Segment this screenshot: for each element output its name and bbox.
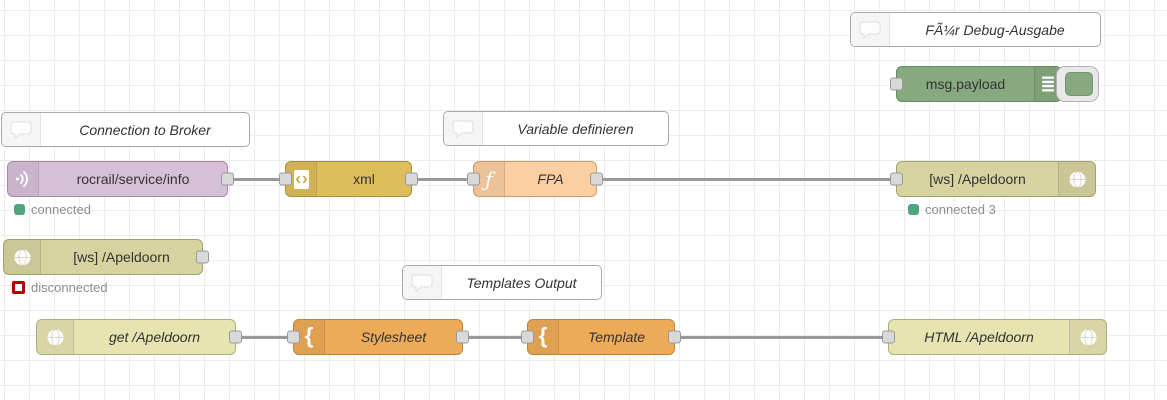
input-port[interactable] <box>467 172 480 186</box>
status-ring-red-icon <box>12 281 25 294</box>
websocket-in-node[interactable]: [ws] /Apeldoorn disconnected <box>3 239 209 295</box>
comment-label: Templates Output <box>466 274 577 291</box>
node-label: rocrail/service/info <box>76 171 190 187</box>
node-status: disconnected <box>12 280 108 295</box>
http-in-node[interactable]: get /Apeldoorn <box>36 319 242 355</box>
node-label: [ws] /Apeldoorn <box>73 249 170 265</box>
status-dot-green-icon <box>908 204 919 215</box>
wire-stylesheet-to-template[interactable] <box>463 336 527 339</box>
node-status: connected 3 <box>908 202 996 217</box>
node-label: Template <box>587 329 646 345</box>
output-port[interactable] <box>196 250 209 264</box>
debug-toggle-state <box>1065 72 1093 96</box>
comment-label: Variable definieren <box>517 120 634 137</box>
websocket-out-node[interactable]: [ws] /Apeldoorn connected 3 <box>890 161 1096 217</box>
globe-icon <box>4 240 41 274</box>
output-port[interactable] <box>221 172 234 186</box>
output-port[interactable] <box>405 172 418 186</box>
debug-toggle-button[interactable] <box>1056 66 1099 102</box>
node-label: xml <box>353 171 375 187</box>
output-port[interactable] <box>590 172 603 186</box>
comment-node-variable[interactable]: Variable definieren <box>443 111 669 146</box>
debug-node[interactable]: msg.payload <box>890 66 1099 102</box>
speech-bubble-icon <box>851 13 890 46</box>
node-label: msg.payload <box>925 76 1006 92</box>
node-label: HTML /Apeldoorn <box>924 329 1034 345</box>
input-port[interactable] <box>279 172 292 186</box>
speech-bubble-icon <box>403 266 442 299</box>
template-node-stylesheet[interactable]: { Stylesheet <box>287 319 469 355</box>
globe-icon <box>1058 162 1095 196</box>
input-port[interactable] <box>287 330 300 344</box>
speech-bubble-icon <box>2 113 41 146</box>
comment-node-templates-output[interactable]: Templates Output <box>402 265 602 300</box>
node-label: FPA <box>537 171 564 187</box>
globe-icon <box>37 320 74 354</box>
node-label: Stylesheet <box>360 329 427 345</box>
template-node-template[interactable]: { Template <box>521 319 681 355</box>
output-port[interactable] <box>229 330 242 344</box>
status-text: connected 3 <box>925 202 996 217</box>
input-port[interactable] <box>890 172 903 186</box>
output-port[interactable] <box>668 330 681 344</box>
input-port[interactable] <box>890 77 903 91</box>
output-port[interactable] <box>456 330 469 344</box>
wire-template-to-httpresponse[interactable] <box>675 336 888 339</box>
comment-label: FÃ¼r Debug-Ausgabe <box>925 21 1065 38</box>
http-response-node[interactable]: HTML /Apeldoorn <box>882 319 1107 355</box>
node-label: get /Apeldoorn <box>108 329 201 345</box>
node-label: [ws] /Apeldoorn <box>929 171 1026 187</box>
comment-node-broker[interactable]: Connection to Broker <box>1 112 250 147</box>
wire-httpin-to-stylesheet[interactable] <box>236 336 293 339</box>
node-status: connected <box>14 202 91 217</box>
globe-icon <box>1069 320 1106 354</box>
status-text: connected <box>31 202 91 217</box>
wire-function-to-websocket-out[interactable] <box>597 178 896 181</box>
comment-node-debug-output[interactable]: FÃ¼r Debug-Ausgabe <box>850 12 1101 47</box>
radio-waves-icon <box>8 162 39 196</box>
function-node-fpa[interactable]: ƒ FPA <box>467 161 603 197</box>
input-port[interactable] <box>882 330 895 344</box>
comment-label: Connection to Broker <box>79 121 211 138</box>
speech-bubble-icon <box>444 112 483 145</box>
code-document-icon <box>286 162 317 196</box>
status-text: disconnected <box>31 280 108 295</box>
input-port[interactable] <box>521 330 534 344</box>
wire-xml-to-function[interactable] <box>412 178 473 181</box>
status-dot-green-icon <box>14 204 25 215</box>
wire-mqtt-to-xml[interactable] <box>228 178 285 181</box>
mqtt-in-node[interactable]: rocrail/service/info connected <box>7 161 234 217</box>
xml-node[interactable]: xml <box>279 161 418 197</box>
